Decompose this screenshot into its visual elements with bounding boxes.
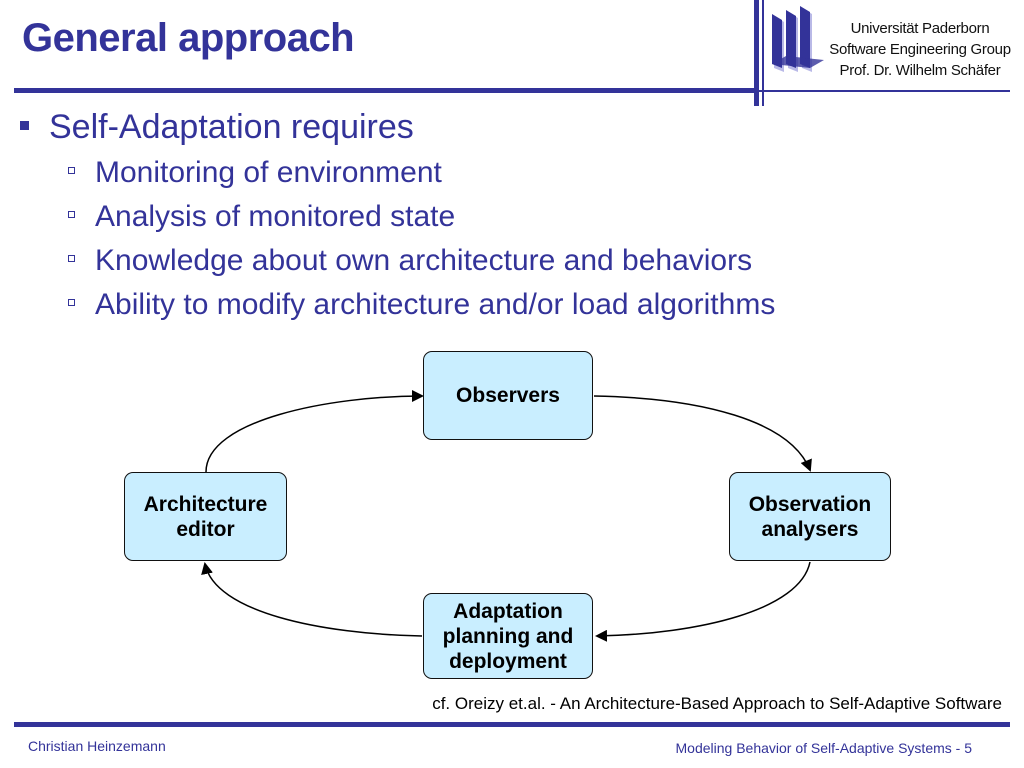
institution-name: Universität Paderborn xyxy=(850,20,990,37)
sub-bullet-text: Monitoring of environment xyxy=(95,156,442,189)
hollow-square-bullet-icon xyxy=(68,211,75,218)
sub-bullet-text: Knowledge about own architecture and beh… xyxy=(95,244,753,277)
sub-bullet: Ability to modify architecture and/or lo… xyxy=(68,288,775,322)
edge-editor-to-observers xyxy=(205,390,424,473)
node-observation-analysers: Observation analysers xyxy=(729,472,891,561)
sub-bullet: Analysis of monitored state xyxy=(68,200,455,234)
institution-block: Universität Paderborn Software Engineeri… xyxy=(822,18,1018,81)
sub-bullet-text: Ability to modify architecture and/or lo… xyxy=(95,288,776,321)
bullet-main-text: Self-Adaptation requires xyxy=(49,108,414,146)
edge-adaptation-to-editor xyxy=(201,562,423,637)
edge-analysers-to-adaptation xyxy=(595,561,811,642)
hollow-square-bullet-icon xyxy=(68,299,75,306)
hollow-square-bullet-icon xyxy=(68,167,75,174)
sub-bullet: Knowledge about own architecture and beh… xyxy=(68,244,752,278)
hollow-square-bullet-icon xyxy=(68,255,75,262)
header-divider xyxy=(14,88,756,93)
node-architecture-editor: Architecture editor xyxy=(124,472,287,561)
footer-author: Christian Heinzemann xyxy=(28,738,166,754)
node-observers: Observers xyxy=(423,351,593,440)
edge-observers-to-analysers xyxy=(593,395,812,472)
citation: cf. Oreizy et.al. - An Architecture-Base… xyxy=(432,694,1002,713)
sub-bullet-text: Analysis of monitored state xyxy=(95,200,456,233)
institution-group: Software Engineering Group xyxy=(829,41,1011,58)
header-divider-thin xyxy=(756,90,1010,92)
slide-title: General approach xyxy=(22,16,355,60)
institution-professor: Prof. Dr. Wilhelm Schäfer xyxy=(839,62,1001,79)
sub-bullet: Monitoring of environment xyxy=(68,156,442,190)
header-divider-vertical-thin xyxy=(762,0,764,106)
square-bullet-icon xyxy=(20,121,29,130)
header-divider-vertical xyxy=(754,0,759,106)
bullet-main: Self-Adaptation requires xyxy=(20,108,414,147)
node-adaptation-planning: Adaptation planning and deployment xyxy=(423,593,593,679)
university-logo-icon xyxy=(772,6,824,72)
footer-divider xyxy=(14,722,1010,727)
footer-talk-title: Modeling Behavior of Self-Adaptive Syste… xyxy=(675,740,972,756)
